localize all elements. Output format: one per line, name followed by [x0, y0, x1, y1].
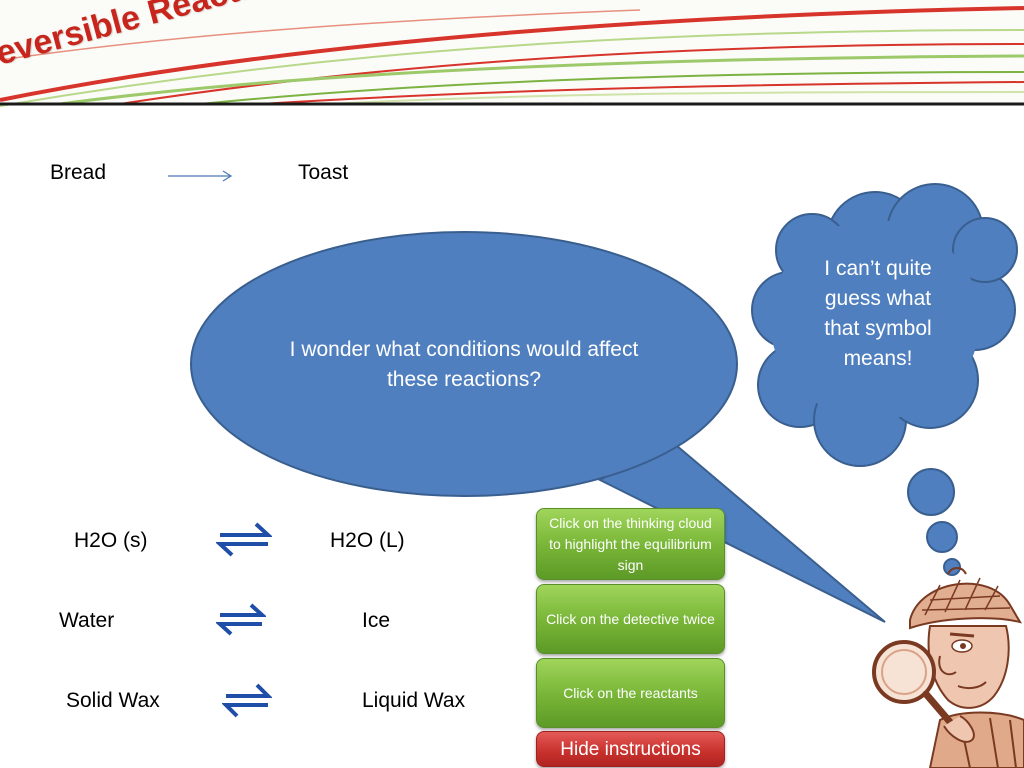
- equilibrium-icon[interactable]: [222, 681, 272, 719]
- product-ice: Ice: [362, 609, 391, 632]
- thought-cloud: [751, 183, 1018, 467]
- reactant-solid-wax[interactable]: Solid Wax: [66, 689, 160, 712]
- instruction-thinking-cloud[interactable]: Click on the thinking cloud to highlight…: [536, 508, 725, 580]
- product-h2o-liquid: H2O (L): [330, 529, 405, 552]
- reactant-bread[interactable]: Bread: [50, 161, 107, 184]
- thought-dot-large: [907, 468, 955, 516]
- right-arrow-icon: [168, 170, 233, 182]
- product-toast: Toast: [298, 161, 349, 184]
- swoosh-lines-icon: [0, 0, 1024, 107]
- equilibrium-icon[interactable]: [216, 520, 272, 558]
- equilibrium-icon[interactable]: [216, 601, 266, 637]
- thought-cloud-text[interactable]: I can’t quite guess what that symbol mea…: [824, 257, 932, 370]
- detective-icon[interactable]: [870, 560, 1024, 768]
- speech-bubble-text: I wonder what conditions would affect th…: [289, 338, 639, 391]
- instruction-detective[interactable]: Click on the detective twice: [536, 584, 725, 654]
- reactant-water[interactable]: Water: [59, 609, 115, 632]
- thought-dot-medium: [926, 521, 958, 553]
- hide-instructions-button[interactable]: Hide instructions: [536, 731, 725, 767]
- instruction-reactants[interactable]: Click on the reactants: [536, 658, 725, 728]
- reactant-h2o-solid[interactable]: H2O (s): [74, 529, 148, 552]
- product-liquid-wax: Liquid Wax: [362, 689, 466, 712]
- title-banner: eversible Reactions: [0, 0, 1024, 110]
